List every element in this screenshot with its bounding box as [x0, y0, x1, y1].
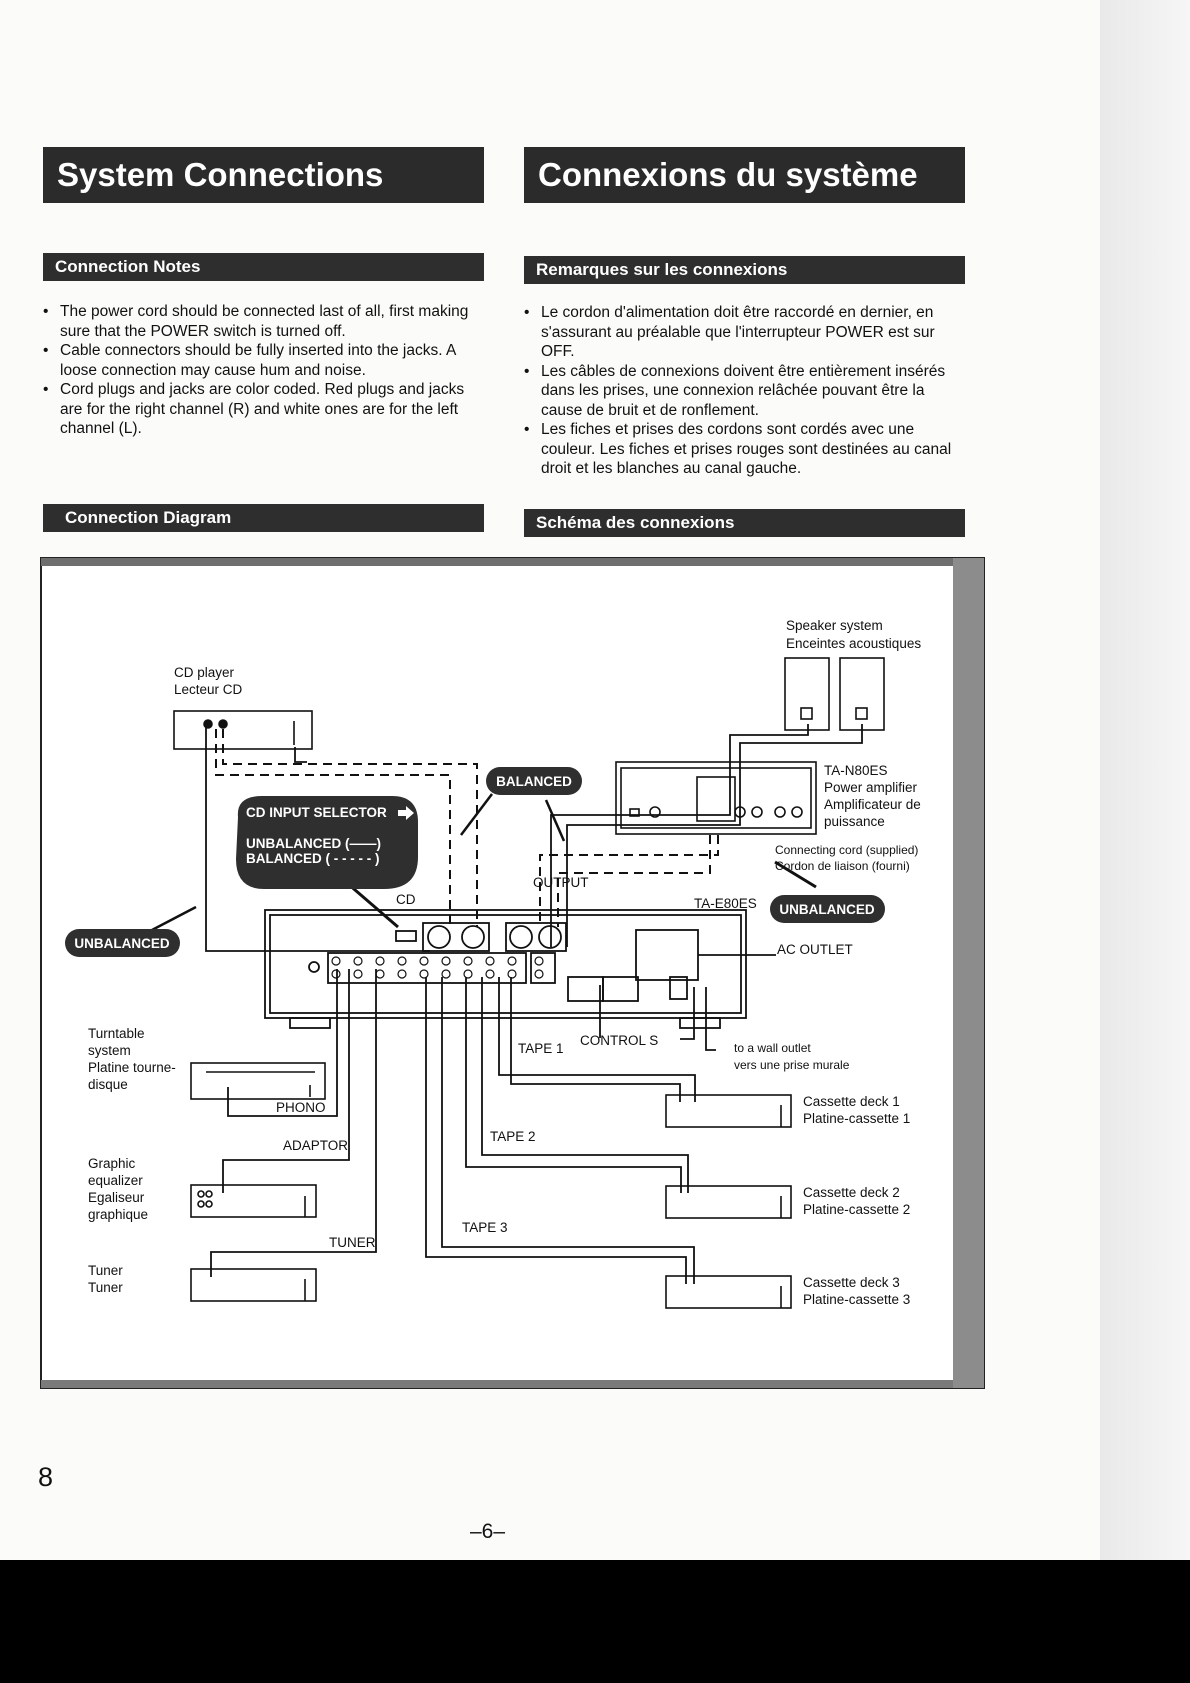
cassette-deck-1-icon	[665, 1094, 792, 1128]
turntable-icon	[190, 1062, 326, 1100]
adaptor-label: ADAPTOR	[283, 1138, 348, 1153]
unbalanced-cables	[205, 724, 863, 1051]
cd-label-fr: Lecteur CD	[174, 682, 243, 697]
deck1-label-fr: Platine-cassette 1	[803, 1111, 910, 1126]
diagram-heading-en: Connection Diagram	[43, 504, 484, 532]
section-title-fr: Connexions du système	[524, 147, 965, 203]
cd-label-en: CD player	[174, 665, 235, 680]
notes-list-en: The power cord should be connected last …	[40, 302, 480, 439]
ac-outlet-label: AC OUTLET	[777, 942, 853, 957]
diagram-right-shade	[953, 558, 984, 1388]
cassette-deck-3-icon	[665, 1275, 792, 1309]
deck3-label-en: Cassette deck 3	[803, 1275, 900, 1290]
page-edge-shadow	[1100, 0, 1190, 1560]
speaker-label-en: Speaker system	[786, 618, 883, 633]
component-cables	[210, 969, 696, 1284]
wall-outlet-label-en: to a wall outlet	[734, 1041, 811, 1055]
tuner-label-1: Tuner	[88, 1263, 123, 1278]
selector-balanced-label: BALANCED ( - - - - - )	[246, 851, 379, 866]
note-item: Les câbles de connexions doivent être en…	[521, 362, 961, 421]
connecting-cord-label-en: Connecting cord (supplied)	[775, 843, 918, 857]
notes-heading-fr: Remarques sur les connexions	[524, 256, 965, 284]
turntable-label-3: Platine tourne-	[88, 1060, 176, 1075]
deck2-label-en: Cassette deck 2	[803, 1185, 900, 1200]
unbalanced-callout-right: UNBALANCED	[770, 860, 885, 923]
arrow-right-icon	[398, 806, 414, 820]
amp-label-en: Power amplifier	[824, 780, 918, 795]
note-item: Les fiches et prises des cordons sont co…	[521, 420, 961, 479]
equalizer-icon	[190, 1184, 317, 1218]
cd-input-selector-callout: CD INPUT SELECTOR UNBALANCED (——) BALANC…	[236, 796, 418, 929]
tuner-icon	[190, 1268, 317, 1302]
tape1-label: TAPE 1	[518, 1041, 564, 1056]
cd-jack-label: CD	[396, 892, 416, 907]
cassette-deck-2-icon	[665, 1185, 792, 1219]
amp-label-fr-1: Amplificateur de	[824, 797, 921, 812]
note-item: The power cord should be connected last …	[40, 302, 480, 341]
balanced-cables	[215, 729, 719, 927]
page-number: 8	[38, 1462, 54, 1492]
tuner-label-2: Tuner	[88, 1280, 123, 1295]
tuner-jack-label: TUNER	[329, 1235, 376, 1250]
balanced-pill-label: BALANCED	[496, 774, 572, 789]
notes-heading-en: Connection Notes	[43, 253, 484, 281]
cd-player-icon	[173, 710, 313, 750]
note-item: Cable connectors should be fully inserte…	[40, 341, 480, 380]
notes-list-fr: Le cordon d'alimentation doit être racco…	[521, 303, 961, 479]
balanced-callout: BALANCED	[460, 767, 582, 842]
diagram-heading-fr: Schéma des connexions	[524, 509, 965, 537]
turntable-label-1: Turntable	[88, 1026, 145, 1041]
deck1-label-en: Cassette deck 1	[803, 1094, 900, 1109]
eq-label-3: Egaliseur	[88, 1190, 145, 1205]
connection-diagram: Speaker system Enceintes acoustiques TA-…	[40, 557, 985, 1390]
eq-label-4: graphique	[88, 1207, 148, 1222]
diagram-frame	[40, 557, 985, 1389]
tape3-label: TAPE 3	[462, 1220, 508, 1235]
unbalanced-callout-left: UNBALANCED	[65, 905, 197, 957]
speaker-label-fr: Enceintes acoustiques	[786, 636, 921, 651]
output-label: OUTPUT	[533, 875, 589, 890]
tape2-label: TAPE 2	[490, 1129, 536, 1144]
deck3-label-fr: Platine-cassette 3	[803, 1292, 910, 1307]
preamp-model-label: TA-E80ES	[694, 896, 757, 911]
turntable-label-4: disque	[88, 1077, 128, 1092]
wall-outlet-label-fr: vers une prise murale	[734, 1058, 850, 1072]
unbalanced-pill-left-label: UNBALANCED	[74, 936, 169, 951]
control-s-label: CONTROL S	[580, 1033, 658, 1048]
note-item: Cord plugs and jacks are color coded. Re…	[40, 380, 480, 439]
eq-label-2: equalizer	[88, 1173, 143, 1188]
diagram-bottom-shade	[41, 1380, 984, 1388]
connecting-cord-label-fr: Cordon de liaison (fourni)	[775, 859, 910, 873]
eq-label-1: Graphic	[88, 1156, 136, 1171]
unbalanced-pill-right-label: UNBALANCED	[779, 902, 874, 917]
scan-bottom-band	[0, 1560, 1190, 1683]
amp-label-fr-2: puissance	[824, 814, 885, 829]
selector-unbalanced-label: UNBALANCED (——)	[246, 836, 381, 851]
phono-label: PHONO	[276, 1100, 326, 1115]
page-footer: –6–	[470, 1520, 506, 1543]
section-title-en: System Connections	[43, 147, 484, 203]
cd-input-selector-label: CD INPUT SELECTOR	[246, 805, 387, 820]
diagram-top-shade	[41, 558, 984, 566]
preamplifier-icon	[264, 909, 747, 1029]
note-item: Le cordon d'alimentation doit être racco…	[521, 303, 961, 362]
deck2-label-fr: Platine-cassette 2	[803, 1202, 910, 1217]
turntable-label-2: system	[88, 1043, 131, 1058]
amp-model-label: TA-N80ES	[824, 763, 888, 778]
input-jack-row	[331, 956, 544, 979]
